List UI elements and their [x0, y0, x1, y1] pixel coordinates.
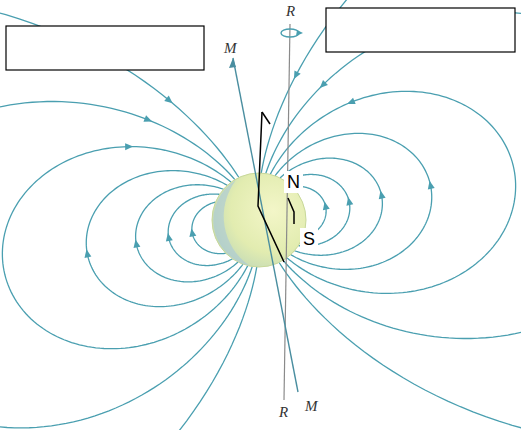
magnet-outline — [288, 198, 294, 224]
field-arrowhead — [321, 201, 329, 210]
field-arrowhead — [292, 69, 301, 79]
field-arrowhead — [164, 232, 172, 241]
field-arrowhead — [163, 95, 172, 105]
magnetic-axis — [233, 58, 298, 392]
field-line — [0, 126, 259, 369]
field-arrowhead — [346, 97, 356, 105]
field-arrowhead — [345, 196, 353, 205]
field-line — [0, 0, 308, 430]
magnet-outline — [258, 112, 284, 262]
field-arrowhead — [142, 114, 152, 123]
globe-shade — [213, 180, 250, 266]
magnet-outline — [262, 112, 270, 124]
field-arrowhead — [124, 142, 134, 150]
field-line — [210, 0, 521, 430]
axis-label: R — [284, 3, 297, 20]
blank-answer-box — [6, 26, 204, 70]
pole-label: S — [300, 228, 318, 250]
field-arrowhead — [83, 249, 91, 258]
axis-label: R — [277, 404, 290, 421]
field-arrowhead — [377, 190, 385, 199]
blank-answer-box — [326, 8, 515, 52]
field-arrowhead — [318, 79, 328, 88]
axis-label: M — [303, 398, 320, 415]
field-arrowhead — [426, 180, 434, 189]
axis-arrowhead — [229, 58, 236, 68]
rotation-arrowhead — [296, 30, 303, 36]
field-arrowhead — [132, 239, 140, 248]
field-line — [259, 71, 521, 314]
field-arrowhead — [188, 228, 196, 237]
pole-label: N — [284, 171, 303, 193]
axis-label: M — [222, 40, 239, 57]
